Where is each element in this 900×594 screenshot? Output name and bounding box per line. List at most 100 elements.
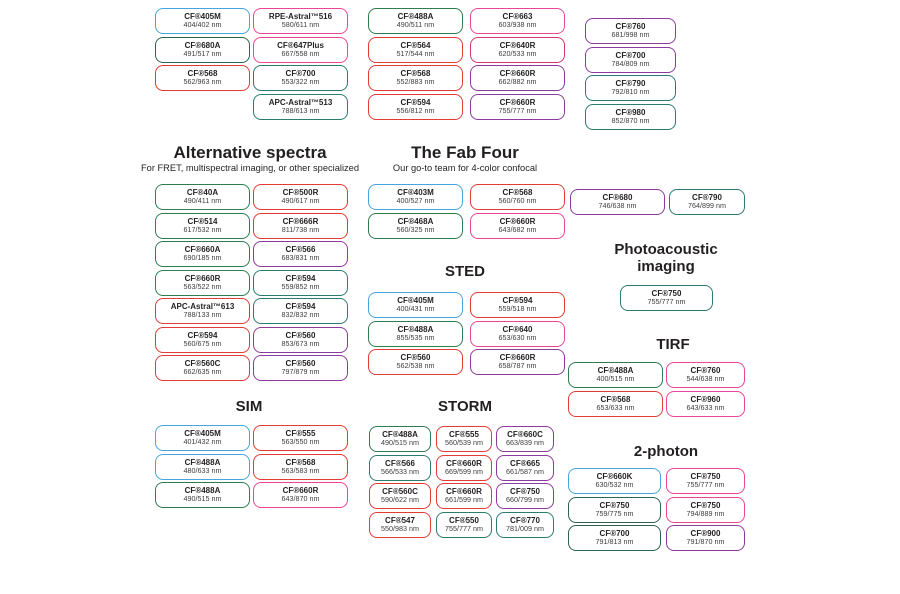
dye-excitation-emission: 563/550 nm [281,437,320,447]
dye-name: CF®660R [499,97,536,107]
dye-name: CF®488A [597,366,634,376]
dye-name: CF®647Plus [277,40,324,50]
dye-name: CF®568 [187,69,218,79]
dye-name: CF®750 [599,500,630,510]
dye-name: CF®750 [651,289,682,299]
dye-excitation-emission: 400/515 nm [596,374,635,384]
dye-name: CF®980 [615,107,646,117]
dye-excitation-emission: 559/518 nm [498,304,537,314]
dye-excitation-emission: 590/622 nm [381,495,419,505]
dye-excitation-emission: 643/633 nm [686,402,725,412]
dye-name: CF®488A [397,12,434,22]
dye-excitation-emission: 791/870 nm [686,537,725,547]
dye-excitation-emission: 491/517 nm [183,48,222,58]
dye-excitation-emission: 562/538 nm [396,361,435,371]
dye-excitation-emission: 617/532 nm [183,224,222,234]
dye-name: CF®566 [385,458,415,468]
dye-excitation-emission: 792/810 nm [611,87,650,97]
dye-name: CF®488A [184,457,221,467]
section-title-storm: STORM [438,398,492,415]
dye-excitation-emission: 552/883 nm [396,77,435,87]
section-subtitle-alternative-spectra: For FRET, multispectral imaging, or othe… [140,163,360,173]
dye-name: APC-Astral™513 [268,97,333,107]
dye-excitation-emission: 603/938 nm [498,20,537,30]
dye-excitation-emission: 662/635 nm [183,367,222,377]
dye-name: CF®566 [285,245,316,255]
section-title-alternative-spectra: Alternative spectra [173,143,327,162]
section-title-sim: SIM [235,398,263,415]
dye-name: CF®750 [690,500,721,510]
section-title-2-photon: 2-photon [633,443,699,460]
dye-name: CF®660R [446,487,482,497]
dye-excitation-emission: 683/831 nm [281,253,320,263]
dye-excitation-emission: 653/633 nm [596,402,635,412]
dye-name: CF®700 [285,69,316,79]
dye-excitation-emission: 658/787 nm [498,361,537,371]
dye-name: CF®660R [184,273,221,283]
dye-name: CF®660R [499,353,536,363]
dye-name: CF®488A [382,430,418,440]
dye-name: APC-Astral™613 [170,302,235,312]
dye-name: CF®790 [692,193,722,203]
dye-excitation-emission: 788/613 nm [281,105,320,115]
dye-excitation-emission: 560/675 nm [183,338,222,348]
dye-excitation-emission: 490/411 nm [183,196,222,206]
dye-excitation-emission: 400/431 nm [396,304,435,314]
dye-excitation-emission: 643/682 nm [498,224,537,234]
dye-name: CF®514 [187,216,218,226]
dye-name: CF®594 [285,273,316,283]
section-title-photoacoustic-line1: Photoacoustic [614,241,718,258]
dye-name: CF®555 [449,430,479,440]
dye-name: RPE-Astral™516 [268,12,333,22]
dye-name: CF®40A [186,188,219,198]
dye-excitation-emission: 663/839 nm [506,438,544,448]
dye-excitation-emission: 661/587 nm [506,466,544,476]
dye-name: CF®594 [400,97,431,107]
dye-excitation-emission: 852/870 nm [611,115,650,125]
dye-excitation-emission: 553/322 nm [281,77,320,87]
dye-excitation-emission: 559/852 nm [281,281,320,291]
dye-excitation-emission: 662/882 nm [498,77,537,87]
dye-excitation-emission: 755/777 nm [498,105,537,115]
dye-excitation-emission: 566/533 nm [381,466,419,476]
dye-name: CF®560 [400,353,431,363]
dye-name: CF®680 [602,193,633,203]
dye-excitation-emission: 667/558 nm [281,48,320,58]
section-subtitle-fab-four: Our go-to team for 4-color confocal [392,163,538,173]
